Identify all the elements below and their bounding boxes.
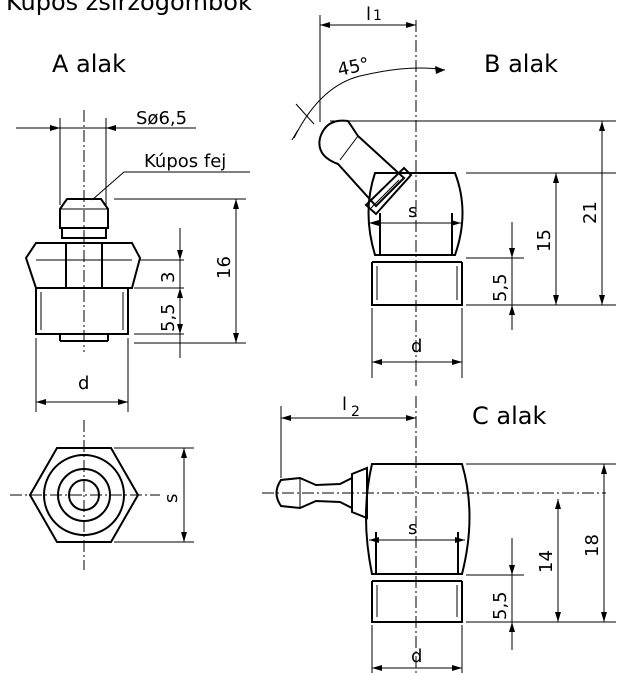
c-dim-d: d [411,646,422,667]
b-dim-15: 15 [534,229,555,252]
a-dim-16: 16 [214,256,235,279]
b-dim-s: s [408,201,417,222]
c-dim-14: 14 [536,550,557,573]
a-dim-5-5: 5,5 [158,303,179,332]
b-dim-l-sub: 1 [373,8,382,24]
b-dim-5-5: 5,5 [490,273,511,302]
a-callout-label: Kúpos fej [144,151,226,172]
form-b-view [291,15,616,386]
a-dim-d: d [78,373,89,394]
form-c-label: C alak [472,402,547,430]
form-a-label: A alak [52,50,127,78]
a-dim-3: 3 [158,272,179,283]
form-c-view [262,396,616,673]
a-thread-dim: Sø6,5 [136,108,187,129]
form-a-side-view [16,110,250,412]
b-dim-d: d [411,336,422,357]
b-dim-21: 21 [580,201,601,224]
b-angle-label: 45° [336,54,372,81]
a-dim-s: s [161,494,182,503]
c-dim-l-sub: 2 [351,404,360,420]
c-dim-l: l [342,394,347,415]
form-b-label: B alak [484,50,559,78]
c-dim-5-5: 5,5 [490,591,511,620]
b-dim-l: l [366,4,371,25]
c-dim-s: s [408,518,417,539]
drawing-title: Kúpos zsírzógombok [6,0,252,16]
c-dim-18: 18 [582,534,603,557]
form-a-top-view [10,420,194,570]
